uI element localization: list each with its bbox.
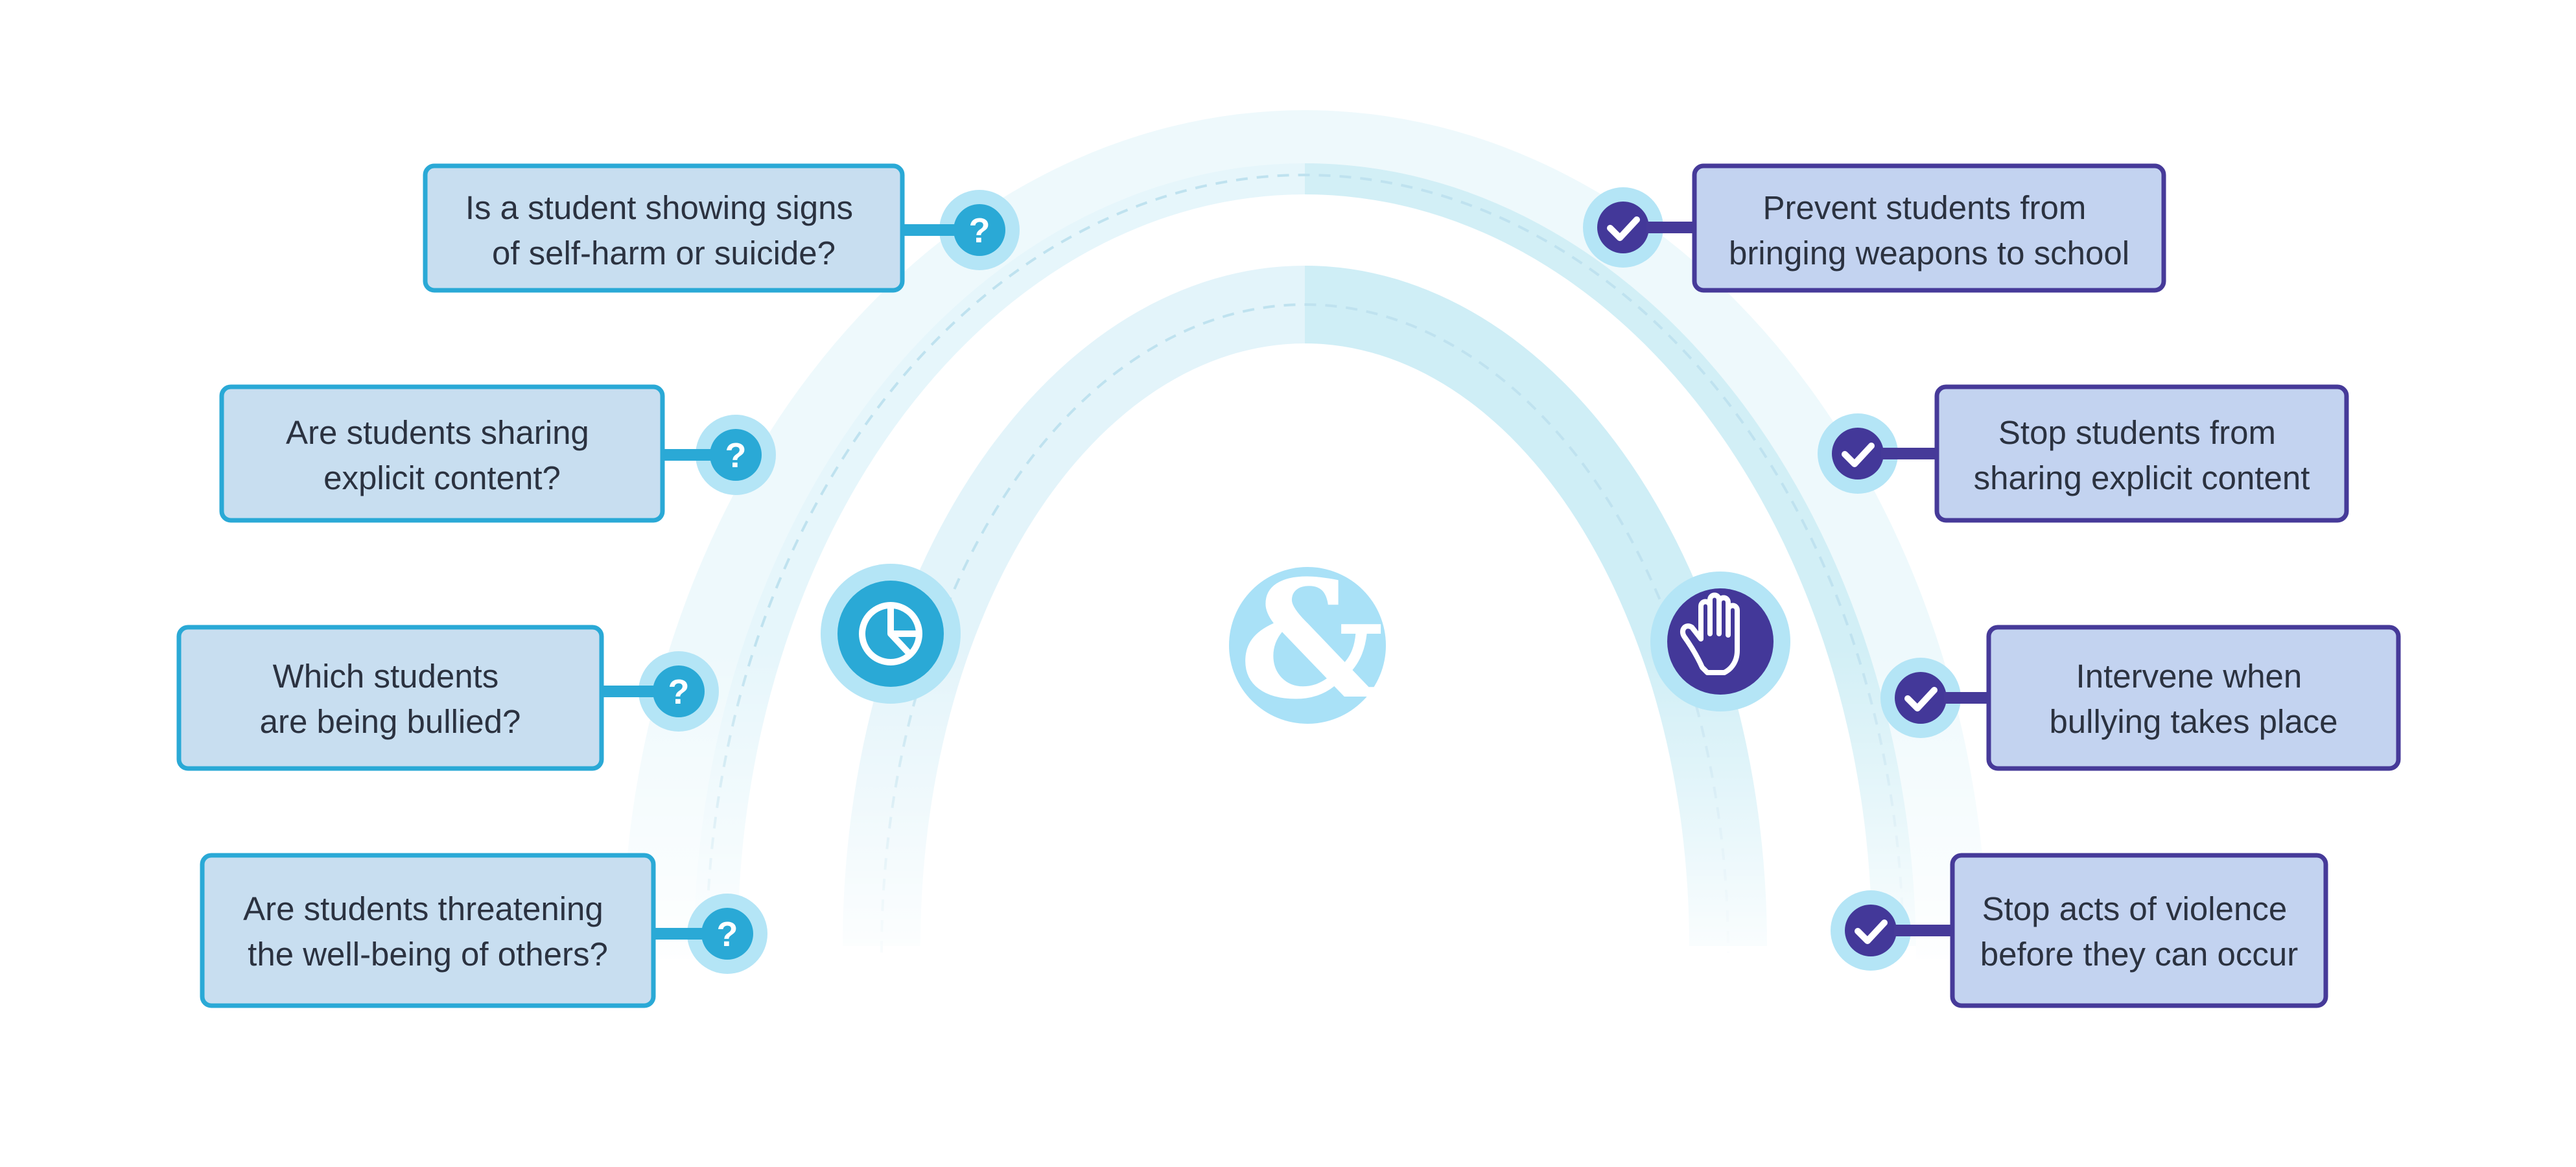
question-card-2: ? Are students sharing explicit content?: [219, 384, 776, 523]
right-hub: [1650, 572, 1790, 711]
action-card-4: Stop acts of violence before they can oc…: [1831, 853, 2328, 1008]
action-box: [1986, 625, 2401, 771]
action-box: [1934, 384, 2349, 523]
question-card-3: ? Which students are being bullied?: [176, 625, 719, 771]
checkmark-icon: [1842, 443, 1875, 467]
pie-chart-icon: [859, 602, 922, 665]
action-card-1: Prevent students from bringing weapons t…: [1583, 163, 2166, 293]
action-box: [1692, 163, 2166, 293]
checkmark-icon: [1855, 919, 1888, 944]
center-ampersand-badge: &: [1229, 544, 1386, 735]
left-hub: [821, 564, 961, 704]
ampersand-symbol: &: [1239, 544, 1385, 735]
question-text: Which students are being bullied?: [260, 658, 521, 740]
question-box: [200, 853, 656, 1008]
question-line-1: Is a student showing signs: [465, 189, 853, 226]
checkmark-icon: [1607, 216, 1640, 241]
question-card-4: ? Are students threatening the well-bein…: [200, 853, 767, 1008]
question-box: [219, 384, 665, 523]
question-mark-icon: ?: [668, 673, 690, 711]
action-text: Prevent students from bringing weapons t…: [1729, 189, 2129, 272]
action-text: Stop acts of violence before they can oc…: [1980, 890, 2298, 973]
action-text: Stop students from sharing explicit cont…: [1974, 414, 2310, 496]
question-text: Is a student showing signs of self-harm …: [465, 189, 862, 272]
question-text: Are students threatening the well-being …: [243, 890, 613, 973]
action-text: Intervene when bullying takes place: [2049, 658, 2337, 740]
question-box: [176, 625, 604, 771]
question-card-1: ? Is a student showing signs of self-har…: [423, 163, 1020, 293]
action-card-3: Intervene when bullying takes place: [1880, 625, 2401, 771]
question-mark-icon: ?: [717, 915, 738, 954]
checkmark-icon: [1904, 687, 1938, 711]
ampersand-circle: [1229, 567, 1386, 724]
question-text: Are students sharing explicit content?: [286, 414, 598, 496]
action-card-2: Stop students from sharing explicit cont…: [1818, 384, 2349, 523]
question-line-2: of self-harm or suicide?: [492, 235, 836, 272]
action-box: [1950, 853, 2328, 1008]
hand-stop-icon: [1680, 592, 1740, 675]
question-mark-icon: ?: [725, 436, 747, 475]
question-mark-icon: ?: [969, 211, 990, 250]
question-box: [423, 163, 905, 293]
